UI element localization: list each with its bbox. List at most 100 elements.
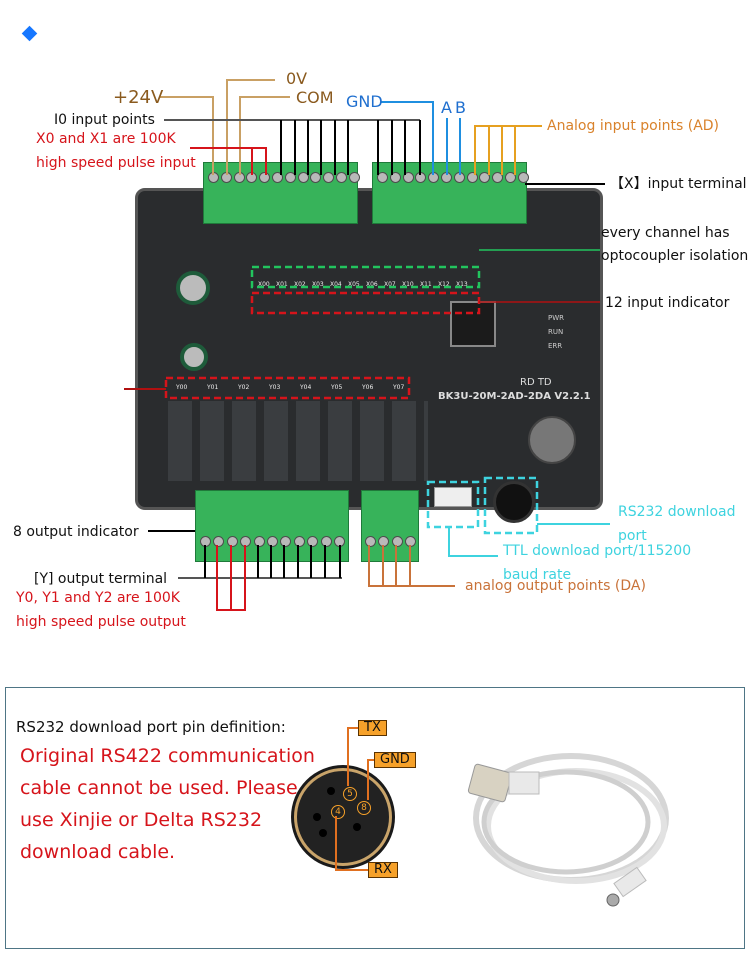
rs232-cable-image <box>467 753 669 907</box>
gnd-pin-label: GND <box>374 752 416 768</box>
output-indicator-label: 8 output indicator <box>13 524 139 540</box>
terminal-screw <box>310 172 322 183</box>
pin-definition-heading: RS232 download port pin definition: <box>16 718 286 736</box>
ov-label: 0V <box>286 69 308 88</box>
pin-hole <box>353 823 361 831</box>
terminal-screw <box>307 536 319 547</box>
optocoupler-line2: optocoupler isolation <box>601 248 749 264</box>
terminal-screw <box>253 536 265 547</box>
terminal-screw <box>402 172 414 183</box>
mini-din-connector-diagram: 5 8 4 <box>294 768 392 866</box>
output-channel: Y00 <box>176 384 188 391</box>
board-model-label: BK3U-20M-2AD-2DA V2.2.1 <box>438 391 591 402</box>
terminal-screw <box>391 536 403 547</box>
input-channel: X01 <box>276 281 288 288</box>
a-label: A <box>441 98 452 117</box>
ttl-port-label-line1: TTL download port/115200 <box>503 543 692 559</box>
analog-output-label: analog output points (DA) <box>465 578 646 594</box>
terminal-screw <box>267 536 278 547</box>
warning-line: Original RS422 communication <box>20 745 315 767</box>
status-led-labels: PWR RUN ERR <box>548 311 564 353</box>
x0-x1-note-line1: X0 and X1 are 100K <box>36 131 176 147</box>
capacitor <box>180 343 208 371</box>
output-channel: Y02 <box>238 384 250 391</box>
pin-callout-lines <box>335 727 374 871</box>
terminal-screw <box>466 172 478 183</box>
pin-hole <box>313 813 321 821</box>
terminal-screw <box>377 172 388 183</box>
input-channel: X00 <box>258 281 270 288</box>
input-channel: X11 <box>420 281 432 288</box>
input-channel: X07 <box>384 281 396 288</box>
output-channel: Y03 <box>269 384 281 391</box>
input-channel: X13 <box>456 281 468 288</box>
terminal-screw <box>293 536 305 547</box>
terminal-screw <box>365 536 376 547</box>
capacitor <box>176 271 210 305</box>
warning-line: use Xinjie or Delta RS232 <box>20 809 263 831</box>
tx-pin-label: TX <box>358 720 387 736</box>
terminal-screw <box>213 536 225 547</box>
mini-din-port <box>493 481 535 523</box>
terminal-screw <box>492 172 504 183</box>
output-channel-row: Y00 Y01 Y02 Y03 Y04 Y05 Y06 Y07 <box>176 384 410 391</box>
rd-td-label: RD TD <box>520 377 552 388</box>
terminal-screw <box>323 172 335 183</box>
io-input-points-label: I0 input points <box>54 112 155 128</box>
input-channel: X03 <box>312 281 324 288</box>
gnd-label: GND <box>346 92 383 111</box>
input-channel: X02 <box>294 281 306 288</box>
input-channel: X05 <box>348 281 360 288</box>
warning-line: cable cannot be used. Please <box>20 777 298 799</box>
terminal-screw <box>505 172 516 183</box>
terminal-screw <box>280 536 292 547</box>
input-channel: X12 <box>438 281 450 288</box>
terminal-screw <box>259 172 271 183</box>
terminal-screw <box>389 172 401 183</box>
analog-input-label: Analog input points (AD) <box>547 118 720 134</box>
b-label: B <box>455 98 466 117</box>
terminal-screw <box>479 172 491 183</box>
pin-hole <box>319 829 327 837</box>
ttl-port <box>434 487 472 507</box>
terminal-screw <box>272 172 283 183</box>
battery-holder <box>528 416 576 464</box>
y-output-terminal-label: [Y] output terminal <box>34 571 168 587</box>
output-channel: Y04 <box>300 384 312 391</box>
input-channel-row: X00 X01 X02 X03 X04 X05 X06 X07 X10 X11 … <box>258 281 471 288</box>
optocoupler-line1: every channel has <box>601 225 730 241</box>
plc-board: BK3U-20M-2AD-2DA V2.2.1 PWR RUN ERR RD T… <box>135 188 603 523</box>
output-channel: Y06 <box>362 384 374 391</box>
warning-line: download cable. <box>20 841 176 863</box>
led-pwr-label: PWR <box>548 314 565 322</box>
led-err-label: ERR <box>548 342 563 350</box>
pin-definition-panel: RS232 download port pin definition: Orig… <box>5 687 745 949</box>
input-channel: X06 <box>366 281 378 288</box>
input-indicator-label: 12 input indicator <box>605 295 730 311</box>
terminal-screw <box>284 172 296 183</box>
terminal-screw <box>336 172 347 183</box>
y-note-line1: Y0, Y1 and Y2 are 100K <box>16 590 180 606</box>
input-channel: X04 <box>330 281 342 288</box>
input-channel: X10 <box>402 281 414 288</box>
output-channel: Y07 <box>393 384 405 391</box>
pin-gnd: 8 <box>357 801 371 815</box>
terminal-screw <box>348 172 360 183</box>
rs232-port-label-line1: RS232 download <box>618 504 736 520</box>
pin-tx: 5 <box>343 787 357 801</box>
terminal-screw <box>297 172 309 183</box>
terminal-screw <box>226 536 238 547</box>
ttl-port-label-line2: baud rate <box>503 567 572 583</box>
pin-hole <box>327 787 335 795</box>
plus24v-label: +24V <box>113 87 164 108</box>
terminal-screw <box>320 536 332 547</box>
x0-x1-note-line2: high speed pulse input <box>36 155 196 171</box>
mcu-chip <box>450 301 496 347</box>
x-input-terminal-label: 【X】input terminal <box>610 176 747 192</box>
relay-bank <box>168 401 428 481</box>
rs232-port-label-line2: port <box>618 528 647 544</box>
output-channel: Y05 <box>331 384 343 391</box>
output-channel: Y01 <box>207 384 219 391</box>
terminal-screw <box>517 172 529 183</box>
